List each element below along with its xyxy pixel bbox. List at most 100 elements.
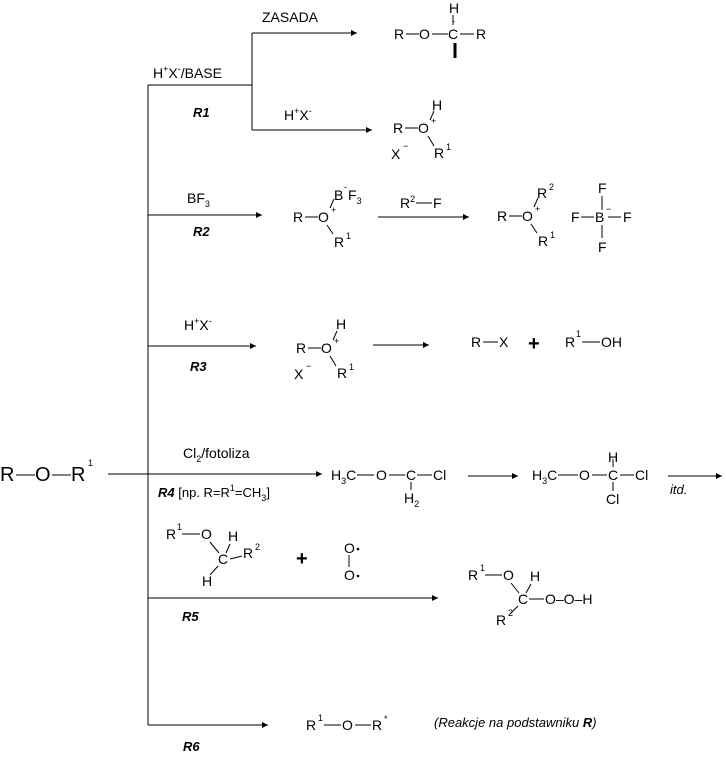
svg-text:R: R (394, 26, 404, 42)
r6-label: R6 (183, 739, 200, 754)
svg-text:O: O (318, 209, 329, 225)
r4-branch: Cl2/fotoliza R4 [np. R=R1=CH3] H3C O C C… (148, 445, 722, 509)
svg-text:C: C (218, 551, 228, 567)
r5-label: R5 (182, 609, 199, 624)
start-sup1: 1 (88, 458, 93, 468)
svg-text:2: 2 (549, 182, 554, 192)
svg-text:OH: OH (601, 334, 622, 350)
r5-product: R 1 O C H O–O–H R 2 (468, 563, 592, 628)
svg-text:R: R (296, 340, 306, 356)
svg-text:*: * (384, 714, 388, 724)
svg-text:B: B (334, 187, 343, 203)
r3-reagent: H+X- (184, 316, 212, 333)
r1-reagent: H+X-/BASE (153, 64, 222, 81)
svg-text:+: + (331, 205, 336, 215)
svg-text:R: R (293, 209, 303, 225)
svg-text:H: H (336, 316, 346, 332)
svg-text:1: 1 (346, 231, 351, 241)
r3-product-alcohol: R 1 OH (565, 329, 622, 350)
svg-text:H3C: H3C (532, 467, 557, 486)
svg-text:R: R (393, 120, 403, 136)
r2-reagent: BF3 (187, 190, 210, 209)
svg-text:H2: H2 (404, 490, 419, 509)
svg-text:B: B (595, 209, 604, 225)
svg-text:H: H (228, 528, 238, 544)
svg-text:1: 1 (576, 329, 581, 339)
r2-reagent2-f: F (433, 195, 442, 211)
svg-text:O: O (418, 120, 429, 136)
r3-plus: + (528, 333, 540, 355)
svg-text:C: C (406, 467, 416, 483)
svg-text:2: 2 (255, 542, 260, 552)
svg-text:F: F (598, 180, 607, 196)
start-o: O (35, 464, 51, 486)
r3-label: R3 (190, 359, 207, 374)
r6-note: (Reakcje na podstawniku R) (434, 715, 597, 730)
svg-text:1: 1 (349, 362, 354, 372)
svg-text:O: O (419, 26, 430, 42)
svg-text:C: C (448, 26, 458, 42)
r4-label-and-condition: R4 [np. R=R1=CH3] (158, 483, 270, 503)
r3-product-rx: R X (471, 334, 509, 350)
svg-text:C: C (608, 467, 618, 483)
svg-text:F: F (598, 239, 607, 255)
svg-text:F3: F3 (348, 187, 362, 206)
r1-lower-product: R O + H R 1 X − (391, 97, 451, 162)
svg-text:R: R (334, 234, 344, 250)
svg-text:R: R (476, 26, 486, 42)
r5-branch: R 1 O C H R 2 H + O O R5 R 1 (148, 522, 592, 628)
r1-lower-reagent: H+X- (284, 106, 312, 123)
svg-text:O: O (344, 567, 355, 583)
svg-text:X: X (391, 146, 401, 162)
start-r: R (0, 464, 14, 486)
r2-reagent2: R2 (400, 194, 415, 211)
svg-text:R: R (538, 233, 548, 249)
r2-bf4-anion: F F B − F F (571, 180, 632, 255)
r5-reactant: R 1 O C H R 2 H (166, 522, 260, 589)
svg-text:R: R (565, 334, 575, 350)
svg-text:1: 1 (318, 713, 323, 723)
r2-intermediate: R O + B - F3 R 1 (293, 182, 362, 250)
svg-text:R: R (471, 334, 481, 350)
starting-ether: R O R 1 (0, 458, 93, 486)
r4-product1: H3C O C Cl H2 (331, 467, 446, 509)
svg-text:F: F (623, 209, 632, 225)
svg-text:1: 1 (446, 142, 451, 152)
svg-text:H: H (449, 0, 459, 16)
r2-product: R O + R 2 R 1 (497, 182, 555, 249)
r4-product2: H3C O C H Cl Cl (532, 449, 648, 507)
svg-text:Cl: Cl (606, 491, 619, 507)
start-r1: R (71, 464, 85, 486)
svg-text:F: F (571, 209, 580, 225)
svg-text:O: O (321, 340, 332, 356)
svg-text:O–O–H: O–O–H (545, 591, 592, 607)
svg-text:O: O (342, 717, 353, 733)
svg-text:X: X (499, 334, 509, 350)
svg-text:O: O (503, 567, 514, 583)
svg-text:H: H (608, 449, 618, 465)
svg-text:Cl: Cl (635, 467, 648, 483)
r6-product: R 1 O R * (306, 713, 388, 733)
r4-etc: itd. (670, 482, 687, 497)
svg-text:O: O (201, 526, 212, 542)
r1-label: R1 (193, 105, 210, 120)
svg-text:R: R (468, 567, 478, 583)
svg-text:Cl: Cl (433, 467, 446, 483)
svg-text:R: R (243, 545, 253, 561)
svg-text:C: C (518, 591, 528, 607)
svg-text:−: − (403, 141, 408, 151)
r5-oxygen: O O (344, 540, 360, 583)
r2-label: R2 (193, 224, 210, 239)
svg-text:−: − (306, 361, 311, 371)
svg-text:R: R (496, 612, 506, 628)
svg-text:O: O (522, 208, 533, 224)
r2-branch: BF3 R2 R O + B - F3 R 1 R2 F R O + R 2 (148, 180, 632, 255)
svg-text:R: R (372, 717, 382, 733)
svg-text:+: + (431, 116, 436, 126)
svg-text:-: - (344, 182, 347, 192)
svg-text:R: R (537, 185, 547, 201)
svg-text:H: H (530, 568, 540, 584)
r6-branch: R6 R 1 O R * (Reakcje na podstawniku R) (148, 713, 597, 754)
svg-text:H3C: H3C (331, 467, 356, 486)
